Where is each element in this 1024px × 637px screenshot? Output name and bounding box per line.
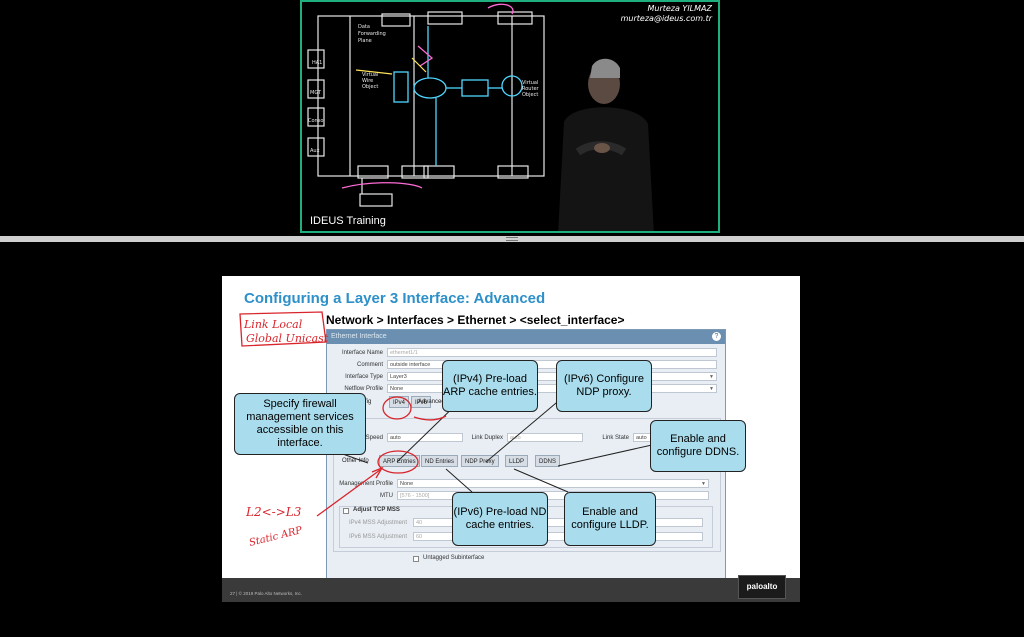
slide-nav-path: Network > Interfaces > Ethernet > <selec… [326,313,625,327]
dialog-title: Ethernet Interface [331,333,387,340]
svg-text:Forwarding: Forwarding [358,31,386,37]
subtab-ddns[interactable]: DDNS [535,455,561,467]
svg-text:Object: Object [362,84,378,90]
svg-text:Object: Object [522,92,538,98]
help-icon[interactable]: ? [712,332,721,341]
untagged-subinterface-label: Untagged Subinterface [423,555,485,561]
chevron-down-icon: ▼ [709,386,714,392]
svg-text:MGT: MGT [310,90,322,96]
handwritten-link-local: Link Local [243,318,303,331]
adjust-tcp-mss-label: Adjust TCP MSS [353,507,400,513]
subtab-arp-entries[interactable]: ARP Entries [379,455,420,467]
callout-management: Specify firewall management services acc… [234,393,366,455]
video-caption: IDEUS Training [310,215,386,227]
presentation-slide: Configuring a Layer 3 Interface: Advance… [222,276,800,602]
netflow-profile-select[interactable]: None ▼ [387,384,717,393]
management-profile-select[interactable]: None ▼ [397,479,709,488]
subtab-other-info[interactable]: Other Info [342,458,369,464]
interface-type-select[interactable]: Layer3 ▼ [387,372,717,381]
presenter-figure [558,58,654,231]
chevron-down-icon: ▼ [701,481,706,487]
svg-text:HA1: HA1 [312,60,322,66]
slide-footer-text: 27 | © 2019 Palo Alto Networks, Inc. [230,591,303,596]
pane-splitter[interactable] [0,236,1024,242]
ipv4-mss-label: IPv4 MSS Adjustment [348,520,407,526]
callout-ndp: (IPv6) Configure NDP proxy. [556,360,652,412]
interface-type-value: Layer3 [390,374,407,380]
mtu-label: MTU [380,493,393,499]
svg-text:Plane: Plane [358,38,372,44]
link-state-label: Link State [602,435,629,441]
paloalto-logo: paloalto [738,575,786,599]
splitter-grip-icon[interactable] [506,237,518,241]
callout-lldp: Enable and configure LLDP. [564,492,656,546]
comment-label: Comment [356,362,383,368]
interface-name-input[interactable]: ethernet1/1 [387,348,717,357]
chevron-down-icon: ▼ [709,374,714,380]
subtab-ndp-proxy[interactable]: NDP Proxy [461,455,499,467]
interface-type-label: Interface Type [345,374,383,380]
callout-ddns: Enable and configure DDNS. [650,420,746,472]
management-profile-value: None [400,481,414,487]
slide-title: Configuring a Layer 3 Interface: Advance… [244,290,546,307]
management-profile-label: Management Profile [339,481,393,487]
svg-text:Data: Data [358,24,370,30]
svg-text:Virtual: Virtual [362,72,378,78]
svg-text:Virtual: Virtual [522,80,538,86]
handwritten-global-unicast: Global Unicast [246,332,329,345]
dialog-titlebar: Ethernet Interface ? [327,330,725,344]
untagged-subinterface-checkbox[interactable] [413,556,419,562]
svg-text:Conso: Conso [308,118,323,124]
interface-name-label: Interface Name [341,350,383,356]
ipv6-mss-input[interactable]: 60 [413,532,703,541]
mtu-input[interactable]: [576 - 1500] [397,491,709,500]
link-speed-label: Link Speed [352,435,383,441]
ipv4-mss-input[interactable]: 40 [413,518,703,527]
tab-ipv4[interactable]: IPv4 [389,396,410,408]
link-duplex-select[interactable]: auto [507,433,583,442]
svg-text:Wire: Wire [362,78,373,84]
callout-nd: (IPv6) Pre-load ND cache entries. [452,492,548,546]
presenter-name: Murteza YILMAZ [647,4,712,13]
slide-footer: 27 | © 2019 Palo Alto Networks, Inc. pal… [222,575,800,602]
subtab-lldp[interactable]: LLDP [505,455,529,467]
presenter-email: murteza@ideus.com.tr [620,14,712,23]
link-duplex-label: Link Duplex [471,435,503,441]
netflow-profile-value: None [390,386,404,392]
adjust-tcp-mss-checkbox[interactable] [343,508,349,514]
subtab-nd-entries[interactable]: ND Entries [421,455,459,467]
handwritten-l2-l3: L2<->L3 [245,505,302,519]
svg-text:Aux: Aux [310,148,320,154]
ipv6-mss-label: IPv6 MSS Adjustment [348,534,407,540]
callout-arp: (IPv4) Pre-load ARP cache entries. [442,360,538,412]
svg-text:Router: Router [522,86,540,92]
comment-input[interactable]: outside interface [387,360,717,369]
netflow-profile-label: Netflow Profile [344,386,383,392]
handwritten-static-arp: Static ARP [248,525,304,549]
